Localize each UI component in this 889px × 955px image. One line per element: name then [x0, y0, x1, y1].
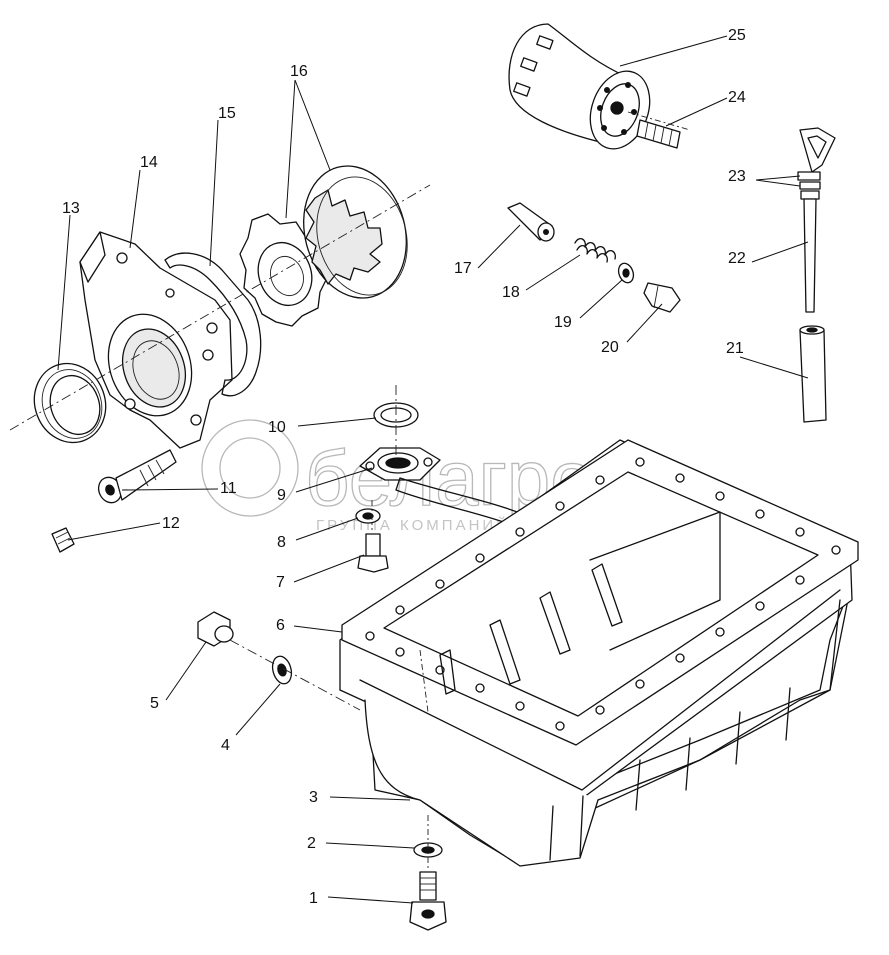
- callout-22: 22: [728, 250, 746, 267]
- callout-1: 1: [309, 890, 318, 907]
- filter-stud: [636, 119, 681, 149]
- callout-3: 3: [309, 789, 318, 806]
- callout-16: 16: [290, 63, 308, 80]
- callout-numbers: 1 2 3 4 5 6 7 8 9 10 11 12 13 14 15 16 1…: [62, 27, 746, 907]
- watermark-logo-ring-inner: [219, 437, 281, 499]
- callout-4: 4: [221, 737, 230, 754]
- washer-small: [355, 508, 381, 524]
- callout-23: 23: [728, 168, 746, 185]
- callout-14: 14: [140, 154, 158, 171]
- callout-17: 17: [454, 260, 472, 277]
- plug-washer: [271, 655, 293, 685]
- callout-2: 2: [307, 835, 316, 852]
- oil-seal: [33, 362, 107, 444]
- callout-13: 13: [62, 200, 80, 217]
- callout-11: 11: [220, 480, 237, 497]
- callout-7: 7: [276, 574, 285, 591]
- callout-24: 24: [728, 89, 746, 106]
- housing-bolt: [97, 449, 177, 504]
- pan-baffles: [439, 511, 721, 695]
- oil-filter: [508, 23, 651, 150]
- pump-housing: [79, 231, 233, 449]
- pan-bolt: [357, 533, 389, 573]
- dipstick: [797, 127, 836, 313]
- callout-18: 18: [502, 284, 520, 301]
- callout-19: 19: [554, 314, 572, 331]
- watermark-logo-ring: [201, 419, 299, 517]
- pump-gear-outer-ring: [303, 165, 408, 299]
- callout-6: 6: [276, 617, 285, 634]
- center-lines: [9, 111, 691, 870]
- callout-12: 12: [162, 515, 180, 532]
- dipstick-tube: [799, 325, 827, 423]
- callout-8: 8: [277, 534, 286, 551]
- callout-21: 21: [726, 340, 744, 357]
- callout-20: 20: [601, 339, 619, 356]
- drain-plug: [409, 871, 447, 931]
- callout-10: 10: [268, 419, 286, 436]
- callout-25: 25: [728, 27, 746, 44]
- pump-gasket: [164, 252, 262, 397]
- set-screw: [51, 527, 75, 553]
- relief-valve: [507, 202, 681, 313]
- leader-lines: [57, 35, 809, 904]
- callout-15: 15: [218, 105, 236, 122]
- callout-9: 9: [277, 487, 286, 504]
- watermark-tagline: ГРУППА КОМПАНИЙ: [316, 516, 510, 534]
- drain-plug-top: [197, 611, 234, 647]
- callout-5: 5: [150, 695, 159, 712]
